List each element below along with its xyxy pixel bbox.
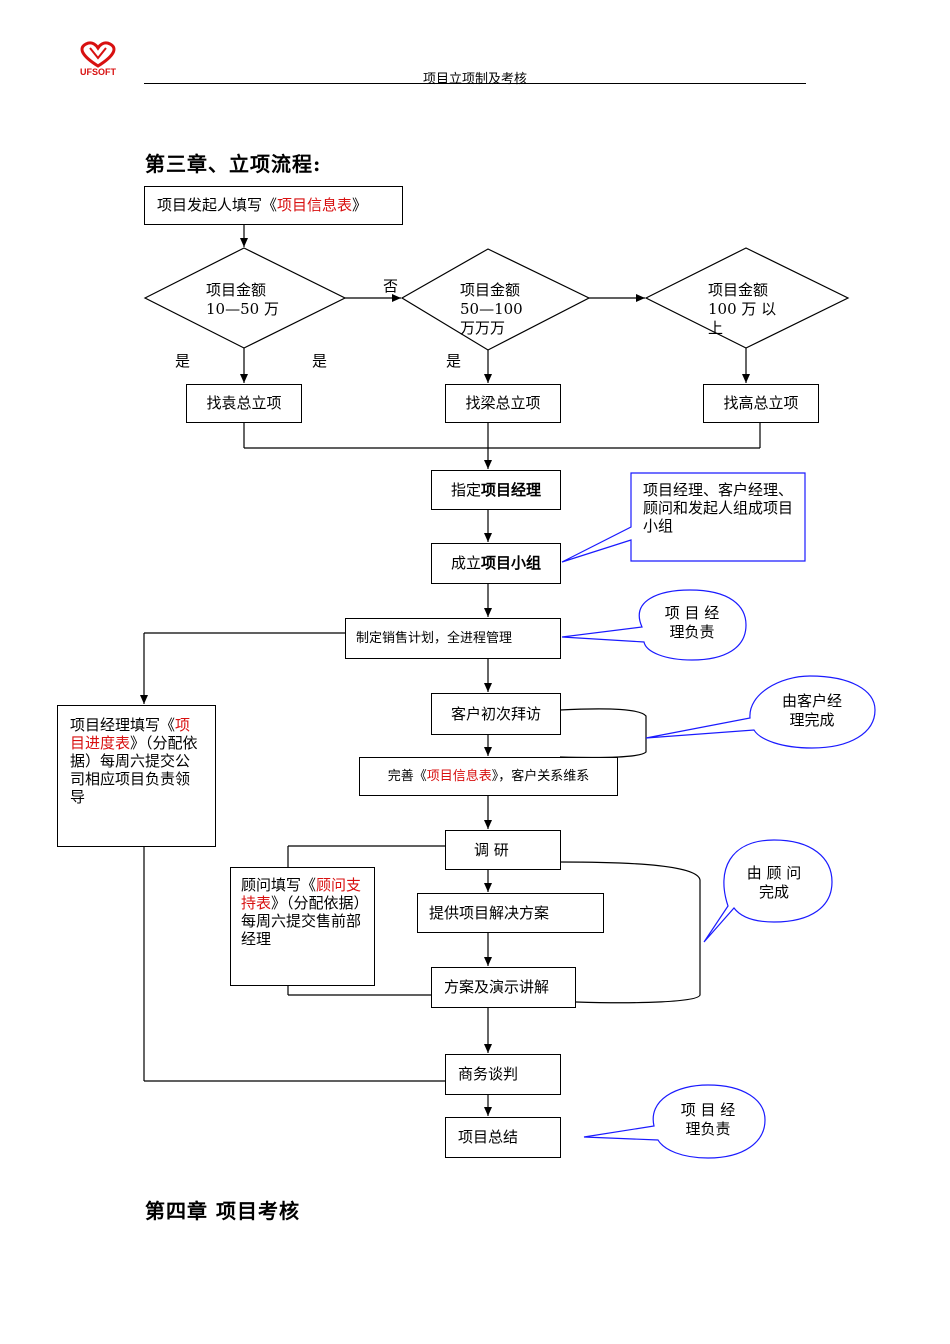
diamond-1-line2: 10—50 万: [206, 300, 279, 318]
diamond-3-line1: 项目金额: [708, 281, 769, 299]
decision-diamond-3: [644, 247, 850, 349]
progress-form-link[interactable]: 项目进度表: [70, 716, 191, 752]
improve-prefix: 完善《: [387, 769, 427, 784]
yes-label-3: 是: [446, 352, 462, 370]
visit-note-callout: [645, 675, 876, 749]
assign-pm-bold: 项目经理: [481, 480, 542, 499]
visit-note-text: 由客户经 理完成: [772, 692, 852, 730]
team-note-text: 项目经理、客户经理、顾问和发起人组成项目小组: [643, 481, 794, 535]
consultant-support-form-link[interactable]: 顾问支持表: [241, 876, 362, 912]
diamond-1-line1: 项目金额: [206, 281, 267, 299]
diamond-2-text: 项目金额 50—100 万万万: [460, 281, 523, 338]
solution-box: 提供项目解决方案: [417, 893, 604, 933]
diamond-3-text: 项目金额 100 万 以 上: [708, 281, 776, 338]
consultant-note-line1: 由 顾 问: [746, 864, 802, 882]
team-note-callout: [561, 472, 806, 563]
yes-label-2: 是: [312, 352, 328, 370]
ufsoft-logo: UFSOFT: [80, 41, 116, 77]
yes-label-1: 是: [175, 352, 191, 370]
improve-suffix: 》，客户关系维系: [491, 769, 590, 784]
improve-info-form-link[interactable]: 项目信息表: [426, 769, 492, 784]
consultant-note-line2: 完成: [758, 883, 789, 901]
consultant-fill-suffix: 》（分配依据）每周六提交售前部经理: [241, 894, 362, 948]
chapter-3-title: 第三章、立项流程:: [145, 152, 322, 176]
summary-note-line2: 理负责: [685, 1120, 731, 1138]
chapter-4-title: 第四章 项目考核: [145, 1199, 300, 1223]
consultant-fill-prefix: 顾问填写《: [241, 876, 317, 894]
summary-note-callout: [583, 1084, 766, 1159]
approve-yuan-box: 找袁总立项: [186, 384, 302, 423]
svg-text:UFSOFT: UFSOFT: [80, 67, 116, 77]
summary-note-line1: 项 目 经: [680, 1101, 736, 1119]
first-visit-box: 客户初次拜访: [431, 693, 561, 735]
form-team-box: 成立项目小组: [431, 543, 561, 584]
form-team-prefix: 成立: [450, 554, 481, 572]
assign-pm-box: 指定项目经理: [431, 470, 561, 510]
no-label: 否: [383, 277, 399, 295]
start-suffix: 》: [352, 196, 368, 214]
sales-plan-box: 制定销售计划，全进程管理: [345, 618, 561, 659]
diamond-2-line3: 万万万: [460, 319, 506, 337]
plan-note-line2: 理负责: [669, 623, 715, 641]
diamond-1-text: 项目金额 10—50 万: [206, 281, 279, 319]
visit-note-line1: 由客户经: [781, 692, 842, 710]
header-divider: [144, 83, 806, 84]
pm-progress-box: 项目经理填写《项目进度表》（分配依据）每周六提交公司相应项目负责领导: [57, 705, 216, 847]
form-team-bold: 项目小组: [481, 554, 542, 572]
project-info-form-link[interactable]: 项目信息表: [277, 196, 353, 214]
pm-progress-suffix: 》（分配依据）每周六提交公司相应项目负责领导: [70, 734, 198, 806]
diamond-3-line2: 100 万 以: [708, 300, 777, 318]
pm-progress-prefix: 项目经理填写《: [70, 716, 176, 734]
start-box: 项目发起人填写《项目信息表》: [144, 186, 403, 225]
visit-note-line2: 理完成: [789, 711, 835, 729]
consultant-fill-box: 顾问填写《顾问支持表》（分配依据）每周六提交售前部经理: [230, 867, 375, 986]
improve-info-box: 完善《项目信息表》，客户关系维系: [359, 757, 618, 796]
demo-box: 方案及演示讲解: [431, 967, 576, 1008]
consultant-note-callout: [703, 839, 833, 943]
plan-note-line1: 项 目 经: [664, 604, 720, 622]
diamond-3-line3: 上: [708, 319, 724, 337]
plan-note-callout: [561, 589, 747, 661]
approve-gao-box: 找高总立项: [703, 384, 819, 423]
diamond-2-line1: 项目金额: [460, 281, 521, 299]
approve-liang-box: 找梁总立项: [445, 384, 561, 423]
start-prefix: 项目发起人填写《: [157, 196, 278, 214]
consultant-note-text: 由 顾 问 完成: [734, 864, 814, 902]
diamond-2-line2: 50—100: [460, 300, 523, 318]
assign-pm-prefix: 指定: [450, 480, 481, 499]
negotiation-box: 商务谈判: [445, 1054, 561, 1095]
plan-note-text: 项 目 经 理负责: [652, 604, 732, 642]
summary-note-text: 项 目 经 理负责: [668, 1101, 748, 1139]
research-box: 调 研: [445, 830, 561, 870]
summary-box: 项目总结: [445, 1117, 561, 1158]
